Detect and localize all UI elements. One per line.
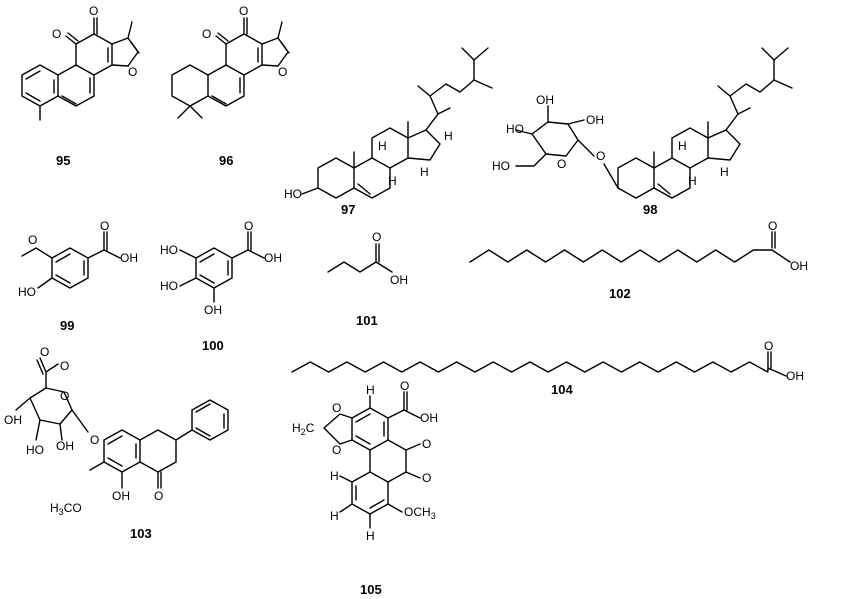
- atom-label: H: [420, 165, 429, 179]
- atom-label: H3CO: [50, 501, 82, 517]
- atom-label: O: [422, 471, 431, 485]
- atom-label: O: [60, 359, 69, 373]
- atom-label: O: [52, 27, 61, 41]
- structure-102: O OH 102: [469, 219, 808, 301]
- structure-104: O OH 104: [291, 339, 804, 397]
- atom-label: O: [60, 389, 69, 403]
- atom-label: OH: [586, 113, 604, 127]
- compound-label-97: 97: [341, 202, 355, 217]
- atom-label: O: [128, 65, 137, 79]
- atom-label: O: [239, 4, 248, 18]
- atom-label: O: [596, 149, 605, 163]
- atom-label: O: [557, 157, 566, 171]
- atom-label: O: [202, 27, 211, 41]
- atom-label: O: [100, 219, 109, 233]
- atom-label: H2C: [292, 421, 315, 437]
- atom-label: OH: [120, 251, 138, 265]
- atom-label: HO: [492, 159, 510, 173]
- atom-label: O: [332, 443, 341, 457]
- atom-label: HO: [18, 285, 36, 299]
- atom-label: H: [330, 469, 339, 483]
- atom-label: HO: [26, 443, 44, 457]
- atom-label: OH: [204, 303, 222, 317]
- atom-label: H: [378, 139, 387, 153]
- atom-label: OH: [786, 369, 804, 383]
- atom-label: O: [422, 437, 431, 451]
- structure-105: H O OH H2C O O O O H H H OCH3 105: [292, 379, 438, 597]
- atom-label: HO: [160, 243, 178, 257]
- compound-label-96: 96: [219, 153, 233, 168]
- atom-label: H: [366, 383, 375, 397]
- atom-label: HO: [506, 122, 524, 136]
- compound-label-103: 103: [130, 526, 152, 541]
- compound-label-105: 105: [360, 582, 382, 597]
- atom-label: H: [444, 129, 453, 143]
- atom-label: O: [90, 433, 99, 447]
- atom-label: O: [400, 379, 409, 393]
- atom-label: OH: [112, 489, 130, 503]
- atom-label: O: [372, 230, 381, 244]
- atom-label: OCH3: [404, 505, 436, 521]
- atom-label: OH: [4, 413, 22, 427]
- atom-label: O: [244, 219, 253, 233]
- atom-label: OH: [390, 273, 408, 287]
- compound-label-104: 104: [551, 382, 573, 397]
- structure-100: O OH HO HO OH 100: [160, 219, 282, 353]
- atom-label: O: [40, 345, 49, 359]
- atom-label: O: [89, 4, 98, 18]
- atom-label: O: [768, 219, 777, 233]
- structure-101: O OH 101: [327, 230, 408, 328]
- atom-label: H: [678, 139, 687, 153]
- structure-103: O O O OH HO OH O O H3CO OH 103: [4, 345, 229, 541]
- structure-95: O O O 95: [21, 4, 140, 168]
- atom-label: HO: [284, 187, 302, 201]
- atom-label: O: [764, 339, 773, 353]
- atom-label: OH: [790, 259, 808, 273]
- atom-label: OH: [420, 411, 438, 425]
- atom-label: OH: [56, 439, 74, 453]
- atom-label: H: [330, 509, 339, 523]
- structure-96: O O O 96: [171, 4, 290, 168]
- atom-label: OH: [536, 93, 554, 107]
- atom-label: O: [154, 489, 163, 503]
- atom-label: H: [688, 174, 697, 188]
- compound-label-95: 95: [56, 153, 70, 168]
- compound-label-98: 98: [643, 202, 657, 217]
- atom-label: H: [366, 529, 375, 543]
- compound-label-99: 99: [60, 318, 74, 333]
- structure-98: HO OH OH HO O O H H H 98: [492, 47, 793, 217]
- atom-label: H: [720, 165, 729, 179]
- atom-label: OH: [264, 251, 282, 265]
- structure-97: H H H H HO 97: [284, 47, 493, 217]
- atom-label: O: [28, 233, 37, 247]
- atom-label: HO: [160, 279, 178, 293]
- compound-label-100: 100: [202, 338, 224, 353]
- compound-label-102: 102: [609, 286, 631, 301]
- atom-label: O: [332, 401, 341, 415]
- compound-label-101: 101: [356, 313, 378, 328]
- structure-99: O OH O HO 99: [18, 219, 138, 333]
- atom-label: O: [278, 65, 287, 79]
- atom-label: H: [388, 174, 397, 188]
